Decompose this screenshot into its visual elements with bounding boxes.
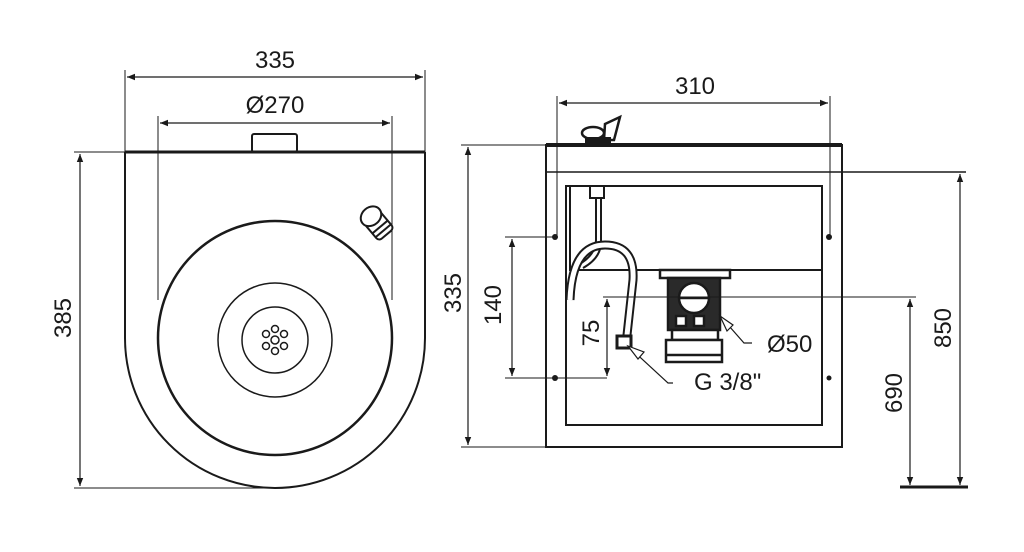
dim-inlet-label: 75 bbox=[578, 320, 605, 347]
basin-outline bbox=[124, 152, 426, 489]
drain-holes bbox=[261, 324, 289, 356]
dim-outlet-height-label: 690 bbox=[881, 373, 908, 413]
dim-width-label: 335 bbox=[255, 47, 295, 74]
waste-diameter-label: Ø50 bbox=[767, 331, 812, 358]
dim-side-width-label: 310 bbox=[675, 73, 715, 100]
dim-side-height-label: 335 bbox=[440, 273, 467, 313]
bowl-section bbox=[569, 185, 823, 271]
push-button-tap-icon bbox=[359, 205, 394, 241]
drain bbox=[241, 306, 309, 374]
dim-fixing-label: 140 bbox=[480, 285, 507, 325]
front-view: 335 Ø270 385 bbox=[50, 47, 426, 489]
rear-tab bbox=[251, 133, 298, 153]
waste-trap bbox=[658, 268, 732, 364]
tap-icon bbox=[580, 114, 622, 145]
side-view: Ø50 G 3/8" 310 335 140 75 690 850 bbox=[440, 73, 968, 489]
inlet-thread-label: G 3/8" bbox=[694, 369, 761, 396]
bowl-inner bbox=[217, 282, 333, 398]
dim-bowl-diameter-label: Ø270 bbox=[246, 92, 305, 119]
dim-depth-label: 385 bbox=[50, 298, 77, 338]
supply-hose bbox=[565, 185, 638, 350]
inlet-nut bbox=[615, 334, 633, 350]
bowl bbox=[156, 219, 394, 457]
dim-rim-height-label: 850 bbox=[930, 308, 957, 348]
